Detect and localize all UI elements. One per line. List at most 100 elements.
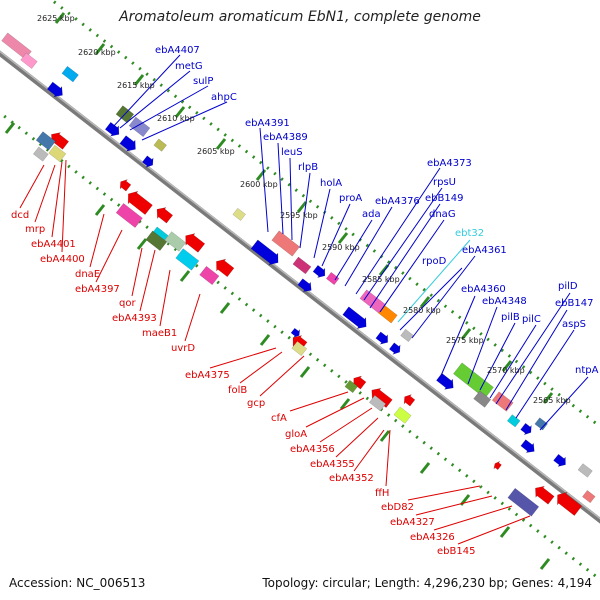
gene-block[interactable]: [325, 271, 340, 286]
gene-label[interactable]: ebA4355: [310, 459, 355, 470]
gene-label[interactable]: dnaG: [429, 209, 456, 220]
gene-label[interactable]: sulP: [193, 76, 213, 87]
reverse-gene-arrow[interactable]: [156, 207, 174, 224]
gene-block[interactable]: [32, 146, 49, 162]
forward-gene-arrow[interactable]: [553, 453, 566, 467]
forward-gene-arrow[interactable]: [141, 155, 154, 168]
gene-block[interactable]: [473, 390, 492, 408]
gene-block[interactable]: [153, 138, 167, 152]
forward-gene-arrow[interactable]: [388, 342, 401, 355]
gene-label[interactable]: ebA4373: [427, 158, 472, 169]
gene-block[interactable]: [232, 207, 246, 221]
gene-label[interactable]: ebA4389: [263, 132, 308, 143]
gene-label[interactable]: ebA4400: [40, 254, 85, 265]
gene-block[interactable]: [291, 340, 308, 357]
gene-label[interactable]: ebA4327: [390, 517, 435, 528]
gene-block[interactable]: [393, 406, 412, 424]
forward-gene-arrow[interactable]: [436, 372, 454, 390]
gene-label[interactable]: metG: [175, 61, 203, 72]
gene-label[interactable]: cfA: [271, 413, 287, 424]
gene-label[interactable]: ebA4361: [462, 245, 507, 256]
gene-label[interactable]: ahpC: [211, 92, 237, 103]
gene-label[interactable]: gcp: [247, 398, 265, 409]
gene-block[interactable]: [368, 394, 387, 412]
gene-label[interactable]: qor: [119, 298, 136, 309]
gene-label[interactable]: ebA4397: [75, 284, 120, 295]
gene-label[interactable]: ebB145: [437, 546, 475, 557]
gene-label[interactable]: pilB: [501, 312, 520, 323]
forward-gene-arrow[interactable]: [297, 278, 312, 292]
gene-label[interactable]: maeB1: [142, 328, 177, 339]
forward-gene-arrow[interactable]: [104, 121, 120, 137]
gene-label[interactable]: ebA4356: [290, 444, 335, 455]
gene-label[interactable]: rpsU: [433, 177, 456, 188]
gene-block[interactable]: [20, 52, 38, 69]
reverse-gene-arrow[interactable]: [127, 190, 153, 215]
gene-block[interactable]: [534, 417, 548, 431]
gene-block[interactable]: [164, 231, 187, 252]
forward-gene-arrow[interactable]: [520, 439, 535, 453]
reverse-gene-arrow[interactable]: [535, 485, 555, 505]
gene-label[interactable]: uvrD: [171, 343, 195, 354]
forward-gene-arrow[interactable]: [250, 239, 279, 266]
gene-label[interactable]: ebA4326: [410, 532, 455, 543]
forward-gene-arrow[interactable]: [119, 135, 136, 152]
gene-block[interactable]: [128, 116, 151, 138]
rna-label[interactable]: ebt32: [455, 228, 484, 239]
gene-label[interactable]: aspS: [562, 319, 586, 330]
gene-label[interactable]: folB: [228, 385, 247, 396]
gene-block[interactable]: [400, 328, 414, 343]
gene-block[interactable]: [35, 131, 56, 151]
gene-block[interactable]: [115, 203, 143, 228]
gene-label[interactable]: ebB147: [555, 298, 593, 309]
gene-label[interactable]: rlpB: [298, 162, 318, 173]
gene-block[interactable]: [506, 414, 521, 428]
gene-block[interactable]: [292, 256, 312, 275]
forward-gene-arrow[interactable]: [312, 264, 326, 279]
gene-label[interactable]: ebB149: [425, 193, 463, 204]
gene-label[interactable]: gloA: [285, 429, 307, 440]
forward-gene-arrow[interactable]: [46, 81, 63, 98]
forward-gene-arrow[interactable]: [342, 306, 367, 329]
gene-label[interactable]: ntpA: [575, 365, 599, 376]
gene-block[interactable]: [145, 230, 168, 251]
reverse-gene-arrow[interactable]: [119, 179, 132, 192]
reverse-gene-arrow[interactable]: [185, 233, 206, 253]
gene-label[interactable]: rpoD: [422, 256, 447, 267]
reverse-gene-arrow[interactable]: [216, 258, 235, 278]
reverse-gene-arrow[interactable]: [493, 460, 502, 471]
gene-label[interactable]: ffH: [375, 488, 389, 499]
gene-label[interactable]: ebA4376: [375, 196, 420, 207]
gene-label[interactable]: dnaE: [75, 269, 100, 280]
gene-label[interactable]: dcd: [11, 210, 29, 221]
gene-label[interactable]: ebA4401: [31, 239, 76, 250]
gene-label[interactable]: proA: [339, 193, 362, 204]
gene-block[interactable]: [199, 265, 220, 286]
gene-label[interactable]: pilC: [522, 314, 541, 325]
gene-label[interactable]: ada: [362, 209, 381, 220]
gene-block[interactable]: [582, 490, 596, 504]
gene-label[interactable]: ebA4360: [461, 284, 506, 295]
gene-block[interactable]: [48, 144, 67, 163]
gene-block[interactable]: [344, 379, 359, 394]
gene-label[interactable]: ebD82: [381, 502, 414, 513]
gene-block[interactable]: [175, 248, 200, 271]
gene-label[interactable]: ebA4375: [185, 370, 230, 381]
forward-gene-arrow[interactable]: [375, 331, 388, 345]
gene-block[interactable]: [271, 230, 300, 257]
gene-label[interactable]: ebA4391: [245, 118, 290, 129]
forward-gene-arrow[interactable]: [290, 327, 301, 338]
reverse-gene-arrow[interactable]: [403, 394, 416, 407]
reverse-gene-arrow[interactable]: [557, 491, 583, 516]
gene-label[interactable]: pilD: [558, 281, 578, 292]
gene-label[interactable]: mrp: [25, 224, 45, 235]
gene-label[interactable]: ebA4407: [155, 45, 200, 56]
gene-label[interactable]: ebA4352: [329, 473, 374, 484]
gene-label[interactable]: leuS: [281, 147, 303, 158]
forward-gene-arrow[interactable]: [520, 422, 532, 436]
gene-label[interactable]: holA: [320, 178, 342, 189]
gene-label[interactable]: ebA4348: [482, 296, 527, 307]
gene-block[interactable]: [61, 65, 79, 83]
gene-block[interactable]: [577, 463, 593, 478]
gene-block[interactable]: [507, 487, 540, 517]
